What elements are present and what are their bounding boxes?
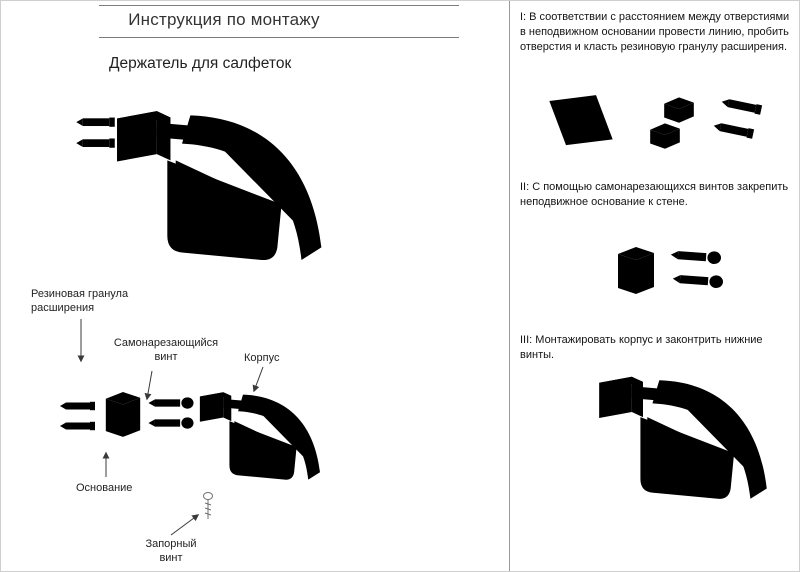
step-2-drawing [618,247,724,294]
arrow-locking-screw [170,514,200,536]
callout-base: Основание [76,482,133,494]
callout-rubber-plug: Резиновая гранула расширения [31,288,129,315]
wall-plug-icon [76,117,115,127]
callout-locking-screw: Запорный винт [145,538,197,565]
exploded-view-drawing [60,392,320,536]
step-3-drawing [599,376,767,499]
callout-arrows [77,319,264,536]
arrow-body [252,366,264,393]
wall-plug-icon [76,138,115,148]
napkin-holder-icon [117,111,322,261]
header-rule-top [99,5,459,6]
page-title: Инструкция по монтажу [128,10,320,29]
assembled-holder-drawing [76,111,322,261]
base-block-icon [618,247,654,294]
header-rule-bottom [99,37,459,38]
base-block-icon [664,97,694,123]
callout-body: Корпус [244,352,280,364]
step-2-text: II: С помощью самонарезающихся винтов за… [520,181,789,208]
wall-plug-icon [720,96,763,115]
product-subtitle: Держатель для салфеток [109,55,292,72]
callout-self-tapping-screw: Самонарезающийся винт [113,337,219,364]
wall-plug-icon [712,120,755,139]
napkin-holder-icon [599,376,767,499]
locking-screw-icon [204,493,213,520]
base-block-icon [650,123,680,149]
step-1-drawing [549,95,763,149]
screw-icon [670,248,722,265]
step-1-text: I: В соответствии с расстоянием между от… [520,11,790,53]
drill-template-icon [549,95,613,146]
step-3-text: III: Монтажировать корпус и законтрить н… [520,334,763,361]
arrow-self-tapping-screw [144,370,153,401]
column-divider [509,1,510,571]
screw-icon [672,272,724,289]
